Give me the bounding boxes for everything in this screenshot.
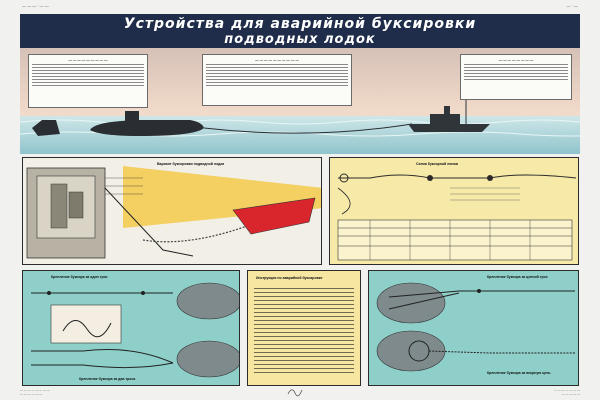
poster-title-line1: Устройства для аварийной буксировки <box>123 16 477 32</box>
tow-line <box>203 123 413 134</box>
tow-line-scheme <box>337 173 577 261</box>
panel-chains-title-top: Крепление буксира за цепной трос <box>487 275 548 279</box>
title-bar: Устройства для аварийной буксировки подв… <box>20 14 580 48</box>
footer-right: — — — — — — —— — — — — <box>553 388 580 396</box>
hero-illustration: — — — — — — — — — — — — — — — — — — — — … <box>20 48 580 154</box>
panel-towing-variant: Вариант буксировки подводной лодки <box>22 157 322 265</box>
panel-instructions-title: Инструкция по аварийной буксировке <box>256 276 323 280</box>
poster-title-line2: подводных лодок <box>224 32 376 47</box>
panel-towing-title: Вариант буксировки подводной лодки <box>157 162 225 166</box>
sea <box>20 116 580 154</box>
panel-chains-title-bottom: Крепление буксира за якорную цепь <box>487 371 551 375</box>
chain-diagram <box>376 282 575 372</box>
top-left-note: — — — · — — <box>22 3 49 8</box>
panel-tow-line-scheme: Схема буксирной линии <box>329 157 579 265</box>
panel-instructions: Инструкция по аварийной буксировке <box>247 270 361 386</box>
top-right-note: — · — <box>566 3 578 8</box>
towing-diagram <box>26 166 321 259</box>
panel-chain-fastening: Крепление буксира за цепной трос Креплен… <box>368 270 579 386</box>
fastening-diagram <box>31 282 239 378</box>
panel-scheme-title: Схема буксирной линии <box>416 162 458 166</box>
panel-fastening-ropes: Крепление буксира за один трос Крепление… <box>22 270 240 386</box>
instructions-text <box>254 285 354 376</box>
footer-left: — — — — — — — —— — — — — — <box>20 388 50 396</box>
signature <box>287 389 303 397</box>
tug-ship <box>408 100 490 132</box>
note-center: — — — — — — — — — — <box>202 54 352 106</box>
panel-fasten-title-bottom: Крепление буксира за два троса <box>79 377 136 381</box>
submarine <box>32 111 204 136</box>
note-right: — — — — — — — — <box>460 54 572 100</box>
data-table <box>337 219 573 261</box>
panel-fasten-title-top: Крепление буксира за один трос <box>51 275 108 279</box>
note-left: — — — — — — — — — <box>28 54 148 108</box>
